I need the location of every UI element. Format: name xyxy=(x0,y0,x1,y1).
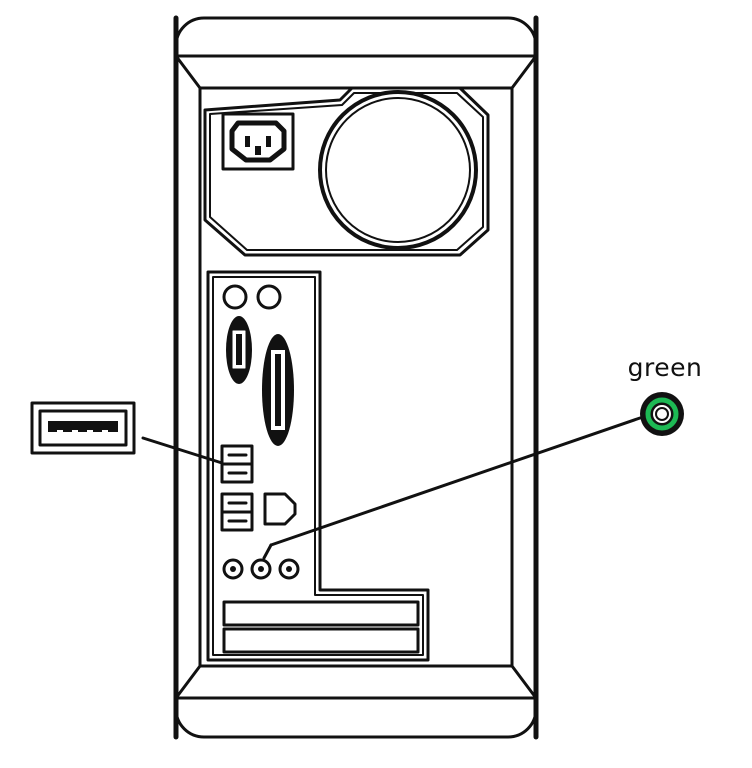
green-jack-label: green xyxy=(627,353,703,382)
optical-port xyxy=(263,492,297,526)
io-panel xyxy=(206,270,430,662)
green-audio-jack-icon xyxy=(640,392,684,436)
fan-icon xyxy=(318,90,478,250)
power-socket-icon xyxy=(221,112,295,171)
audio-jacks xyxy=(222,558,300,580)
serial-port xyxy=(226,316,252,384)
usb-ports-top xyxy=(220,444,254,484)
parallel-port xyxy=(262,334,294,446)
usb-port-icon xyxy=(30,401,136,455)
power-supply-unit xyxy=(203,86,490,257)
green-leader-line xyxy=(262,543,273,560)
audio-jack-icon xyxy=(222,558,244,580)
expansion-slots xyxy=(222,600,420,654)
tower-case xyxy=(173,15,539,740)
usb-callout xyxy=(30,401,224,465)
audio-jack-icon xyxy=(278,558,300,580)
audio-jack-icon xyxy=(250,558,272,580)
green-jack-callout xyxy=(262,392,684,560)
usb-leader-line xyxy=(141,436,224,465)
ps2-ports xyxy=(222,284,282,310)
usb-ports-bottom xyxy=(220,492,254,532)
